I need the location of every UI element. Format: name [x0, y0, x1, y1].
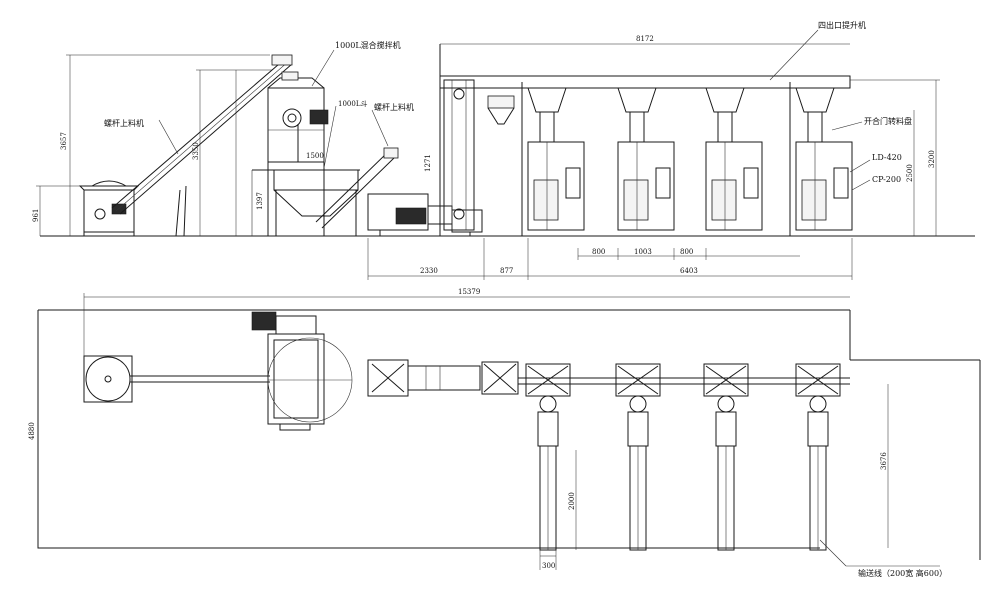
dim-2330: 2330 [420, 267, 438, 275]
bottom-dimensions [367, 238, 853, 280]
label-mixer: 1000L混合搅拌机 [335, 40, 401, 50]
plan-feeder [367, 359, 481, 397]
label-elevator: 四出口提升机 [818, 20, 866, 30]
leader-tray [831, 121, 863, 131]
packing-machine-2 [617, 87, 675, 231]
label-ld: LD-420 [872, 153, 902, 162]
leader-screw-right [371, 109, 389, 147]
label-hopper: 1000L斗 [338, 100, 367, 108]
dim-1003: 1003 [634, 248, 652, 256]
right-screw-conveyor [315, 147, 399, 229]
dim-961: 961 [32, 209, 40, 222]
plan-packer-4 [795, 363, 841, 551]
dim-300: 300 [542, 562, 555, 570]
hopper-1000l [251, 169, 359, 236]
dim-2500: 2500 [906, 164, 914, 182]
label-cp: CP-200 [872, 175, 901, 184]
leader-elevator [769, 29, 819, 81]
dim-3200: 3200 [928, 150, 936, 168]
plan-boundary [37, 310, 820, 549]
dim-2000: 2000 [568, 492, 576, 510]
label-tray: 开合门转料盘 [864, 116, 912, 126]
leader-screw-left [158, 119, 179, 155]
dim-6403: 6403 [680, 267, 698, 275]
plan-view: 15379 4880 [28, 288, 981, 578]
dim-15379: 15379 [458, 288, 480, 296]
bucket-elevator [439, 44, 851, 236]
leader-ld [849, 159, 871, 173]
feeder-base [367, 193, 483, 236]
dim-877: 877 [500, 267, 513, 275]
dim-800-b: 800 [680, 248, 693, 256]
label-screw-right: 螺杆上料机 [374, 102, 414, 112]
dim-1397: 1397 [256, 192, 264, 210]
packing-machine-4 [795, 87, 853, 231]
label-conveyor: 输送线（200宽 高600） [858, 568, 947, 578]
plan-elevator [481, 361, 850, 395]
leader-cp [851, 179, 871, 191]
dim-4880: 4880 [28, 422, 36, 440]
mixer-1000l [252, 71, 360, 236]
left-screw-conveyor [111, 54, 293, 237]
dim-3657: 3657 [60, 132, 68, 150]
dim-1271: 1271 [424, 154, 432, 172]
plan-mixer [251, 311, 353, 431]
dim-1500: 1500 [306, 152, 324, 160]
elevation-view: 螺杆上料机 3657 961 3350 1 [32, 20, 975, 280]
plan-packer-3 [703, 363, 749, 551]
dim-8172: 8172 [636, 35, 654, 43]
plan-packer-2 [615, 363, 661, 551]
label-screw-left: 螺杆上料机 [104, 118, 144, 128]
leader-mixer [311, 49, 335, 87]
left-feed-hopper [78, 180, 140, 236]
dim-800-a: 800 [592, 248, 605, 256]
packing-machine-1 [527, 87, 585, 231]
leader-hopper [323, 105, 337, 169]
dim-3676: 3676 [880, 452, 888, 470]
plan-feed-hopper [83, 355, 133, 403]
plan-packer-1 [525, 363, 571, 551]
packing-machine-3 [705, 87, 763, 231]
leader-conveyor [819, 539, 847, 567]
dim-3350: 3350 [192, 142, 200, 160]
left-dimensions [36, 54, 272, 236]
